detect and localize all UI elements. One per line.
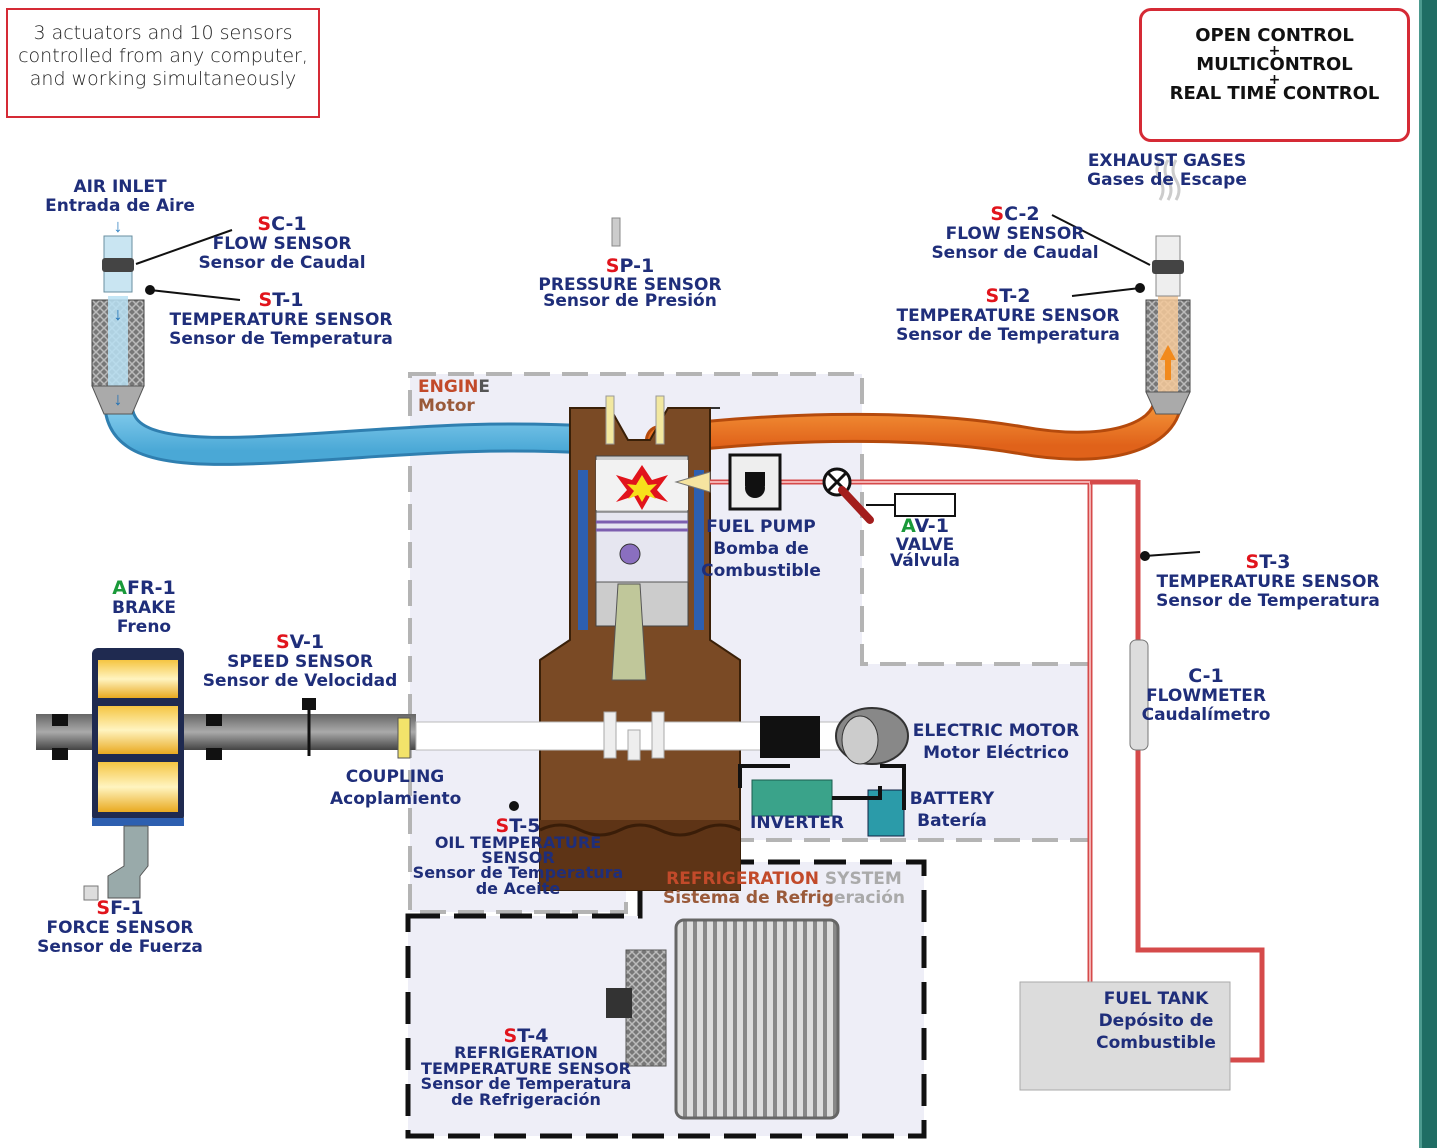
- note-line-1: 3 actuators and 10 sensors: [33, 22, 293, 44]
- svg-text:↓: ↓: [114, 216, 123, 236]
- note-line-3: and working simultaneously: [29, 67, 297, 90]
- st5-label: ST-5 OIL TEMPERATURE SENSOR Sensor de Te…: [412, 815, 624, 898]
- st4-label: ST-4 REFRIGERATION TEMPERATURE SENSOR Se…: [420, 1025, 632, 1110]
- control-modes-box: OPEN CONTROL + MULTICONTROL + REAL TIME …: [1139, 8, 1410, 142]
- control-plus-1: +: [1268, 42, 1281, 59]
- control-open: OPEN CONTROL: [1195, 25, 1354, 46]
- refrigeration-system-label: REFRIGERATION SYSTEM Sistema de Refriger…: [662, 869, 906, 909]
- control-multi: MULTICONTROL: [1196, 54, 1353, 76]
- svg-text:↓: ↓: [114, 304, 123, 324]
- engine-label: ENGINE Motor: [418, 377, 490, 417]
- page-edge: [1422, 0, 1437, 1148]
- note-line-2: controlled from any computer,: [18, 44, 308, 67]
- capabilities-note: 3 actuators and 10 sensors controlled fr…: [6, 8, 320, 118]
- svg-text:↓: ↓: [114, 389, 123, 409]
- page-edge-light: [1419, 0, 1422, 1148]
- control-realtime: REAL TIME CONTROL: [1169, 83, 1380, 105]
- inverter-label: INVERTER: [750, 813, 844, 833]
- control-plus-2: +: [1268, 71, 1281, 88]
